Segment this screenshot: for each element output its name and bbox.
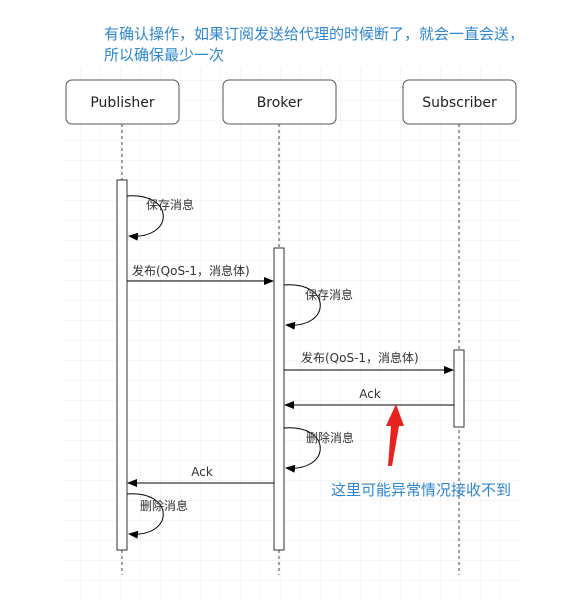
self-arrow-pub-save [126, 195, 164, 241]
activation-publisher [116, 179, 128, 551]
broker-ack-label: Ack [191, 465, 213, 479]
participant-broker: Broker [222, 79, 337, 125]
top-annotation-line2: 所以确保最少一次 [104, 46, 225, 64]
pub-delete-label: 删除消息 [140, 498, 188, 513]
sub-ack-label: Ack [359, 387, 381, 401]
participant-broker-label: Broker [257, 95, 303, 111]
broker-save-label: 保存消息 [305, 287, 353, 302]
self-arrow-pub-delete [126, 493, 164, 539]
pub-to-broker-label: 发布(QoS-1，消息体) [132, 263, 250, 278]
bottom-annotation: 这里可能异常情况接收不到 [331, 481, 512, 499]
red-arrow-icon [386, 404, 404, 466]
participant-publisher-label: Publisher [90, 95, 155, 111]
self-arrow-broker-delete [283, 427, 321, 473]
grid-background [62, 68, 520, 598]
participant-subscriber: Subscriber [402, 79, 517, 125]
top-annotation: 有确认操作，如果订阅发送给代理的时候断了，就会一直会送， 所以确保最少一次 [104, 24, 564, 66]
participant-publisher: Publisher [65, 79, 180, 125]
activation-broker [273, 247, 285, 551]
broker-to-sub-label: 发布(QoS-1，消息体) [301, 350, 419, 365]
top-annotation-line1: 有确认操作，如果订阅发送给代理的时候断了，就会一直会送， [104, 25, 525, 43]
participant-subscriber-label: Subscriber [422, 95, 497, 111]
activation-subscriber [453, 349, 465, 428]
broker-delete-label: 删除消息 [306, 430, 354, 445]
self-arrow-broker-save [283, 284, 321, 330]
pub-save-label: 保存消息 [146, 197, 194, 212]
